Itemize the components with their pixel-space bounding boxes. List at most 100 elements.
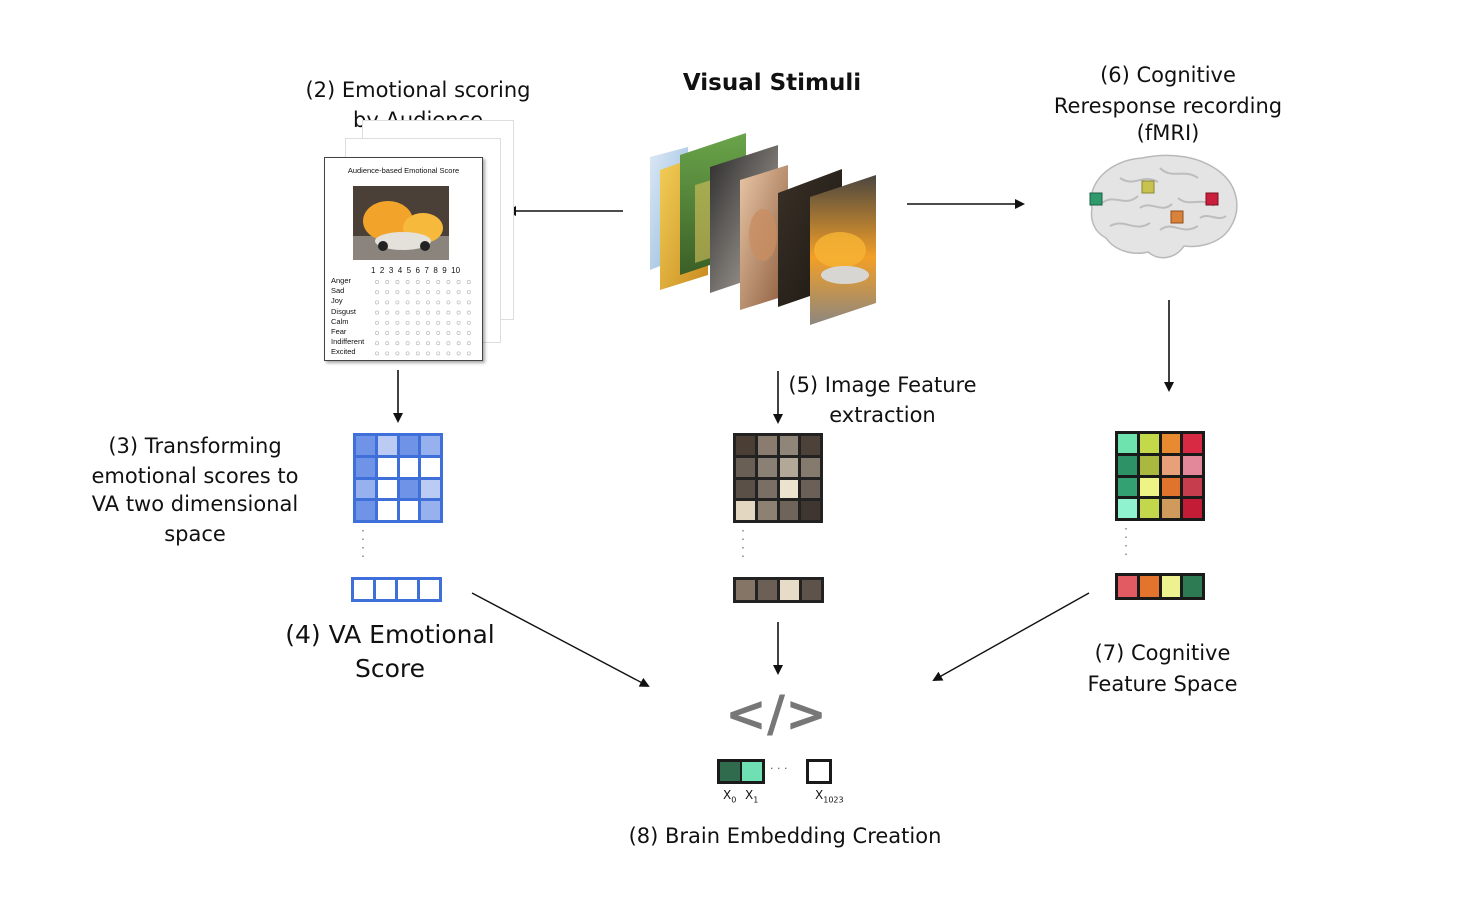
va-matrix-cell xyxy=(356,436,375,455)
score-radio-dot xyxy=(395,341,400,346)
score-radio-dot xyxy=(385,300,390,305)
va-matrix-cell xyxy=(377,436,397,455)
score-radio-dot xyxy=(426,351,430,356)
arrow-cognitive-to-embedding xyxy=(932,592,1090,681)
score-radio-dot xyxy=(385,351,390,356)
feature-matrix-cell xyxy=(757,457,777,477)
scale-3: 3 xyxy=(388,266,394,275)
score-radio-dot xyxy=(466,290,471,295)
scale-4: 4 xyxy=(397,266,403,275)
score-radio-dot xyxy=(415,300,420,305)
cognitive-vector-cell xyxy=(1139,576,1159,597)
cognitive-matrix-cell xyxy=(1161,434,1181,453)
score-radio-dot xyxy=(405,341,410,346)
feature-vector-cell xyxy=(802,580,821,600)
score-radio-dot xyxy=(456,310,461,315)
score-radio-dot xyxy=(426,320,430,325)
score-radio-dot xyxy=(395,280,400,284)
score-radio-dot xyxy=(466,341,471,346)
va-matrix-cell xyxy=(377,457,397,477)
scale-6: 6 xyxy=(415,266,420,275)
score-radio-dot xyxy=(415,351,420,356)
cognitive-matrix-cell xyxy=(1161,455,1181,475)
score-radio-dot xyxy=(395,300,400,305)
score-radio-dot xyxy=(446,280,451,284)
cognitive-matrix-cell xyxy=(1118,434,1137,453)
score-radio-dot xyxy=(436,290,441,295)
va-matrix-cell xyxy=(421,479,440,499)
score-radio-dot xyxy=(375,290,379,295)
score-radio-dot xyxy=(446,351,451,356)
va-matrix-cell xyxy=(399,501,419,520)
embedding-cell-x1 xyxy=(742,762,762,781)
emotion-anger: Anger xyxy=(331,276,352,285)
step3-label-line2: emotional scores to xyxy=(91,464,299,488)
embedding-ellipsis: · · · xyxy=(770,762,788,775)
score-radio-dot xyxy=(456,320,461,325)
feature-matrix-cell xyxy=(757,501,777,520)
va-matrix-cell xyxy=(356,501,375,520)
score-radio-dot xyxy=(415,341,420,346)
step4-label-line1: (4) VA Emotional xyxy=(285,620,495,649)
feature-vector xyxy=(733,577,824,603)
score-radio-dot xyxy=(456,300,461,305)
score-radio-dot xyxy=(375,320,379,325)
feature-matrix-cell xyxy=(757,436,777,455)
score-radio-dot xyxy=(456,341,461,346)
emotion-list: Anger Sad Joy Disgust Calm Fear Indiffer… xyxy=(331,276,364,358)
score-radio-dot xyxy=(395,331,400,335)
feature-matrix-cell xyxy=(801,436,820,455)
embedding-label-x1023: X1023 xyxy=(815,788,844,805)
score-radio-dot xyxy=(456,351,461,356)
score-radio-dot xyxy=(405,300,410,305)
score-radio-dot xyxy=(405,320,410,325)
score-radio-dot xyxy=(446,320,451,325)
step7-label-line2: Feature Space xyxy=(1087,672,1238,696)
score-radio-dot xyxy=(395,320,400,325)
cognitive-matrix-cell xyxy=(1118,477,1137,497)
score-sheet-burning-car-photo xyxy=(353,186,449,260)
score-radio-dot xyxy=(415,290,420,295)
feature-matrix-cell xyxy=(757,479,777,499)
feature-vector-cell xyxy=(736,580,755,600)
score-radio-dot xyxy=(456,331,461,335)
score-radio-dot xyxy=(446,341,451,346)
cognitive-vector-cell xyxy=(1183,576,1202,597)
score-radio-dot xyxy=(415,331,420,335)
cognitive-matrix-cell xyxy=(1139,455,1159,475)
visual-stimuli-title: Visual Stimuli xyxy=(682,70,862,96)
score-radio-dot xyxy=(436,320,441,325)
score-scale-numbers: 1 2 3 4 5 6 7 8 9 10 xyxy=(371,266,460,275)
emotion-calm: Calm xyxy=(331,316,349,326)
score-radio-dot xyxy=(415,280,420,284)
brain-roi-red xyxy=(1205,192,1219,206)
score-radio-dot xyxy=(446,331,451,335)
emotion-fear: Fear xyxy=(331,327,347,337)
step4-label-line2: Score xyxy=(354,654,426,683)
feature-vector-cell xyxy=(758,580,777,600)
step6-label-line1: (6) Cognitive xyxy=(1100,63,1236,87)
va-matrix-cell xyxy=(399,479,419,499)
score-radio-dot xyxy=(436,300,441,305)
scale-8: 8 xyxy=(433,266,438,275)
cognitive-vector-cell xyxy=(1161,576,1181,597)
feature-matrix-cell xyxy=(736,457,755,477)
brain-roi-orange xyxy=(1170,210,1184,224)
cognitive-matrix-cell xyxy=(1118,455,1137,475)
va-matrix-cell xyxy=(421,436,440,455)
cognitive-matrix-cell xyxy=(1183,455,1202,475)
score-radio-dot xyxy=(436,351,441,356)
emotion-indifferent: Indifferent xyxy=(331,337,365,347)
cognitive-matrix-cell xyxy=(1118,499,1137,518)
scale-10: 10 xyxy=(451,266,461,275)
score-radio-dot xyxy=(385,280,390,284)
score-radio-dot xyxy=(446,300,451,305)
score-radio-dot xyxy=(426,331,430,335)
score-radio-dot xyxy=(436,310,441,315)
score-radio-dot xyxy=(466,331,471,335)
step3-label-line1: (3) Transforming xyxy=(108,434,282,458)
score-radio-dots xyxy=(375,280,471,356)
feature-matrix-cell xyxy=(801,457,820,477)
va-matrix xyxy=(353,433,443,523)
